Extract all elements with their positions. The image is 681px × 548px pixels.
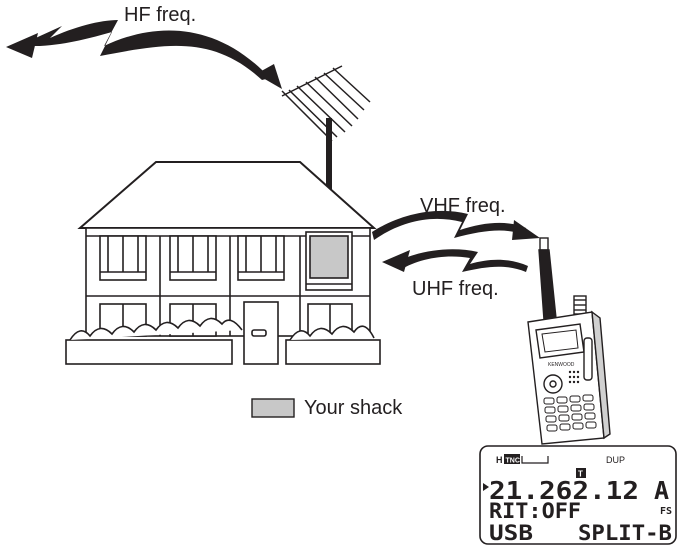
lcd-frequency: 21.262.12 bbox=[489, 476, 639, 505]
lcd-split: SPLIT-B bbox=[578, 521, 672, 545]
lcd-fs: FS bbox=[660, 506, 672, 517]
radio-brand: KENWOOD bbox=[548, 362, 575, 368]
lcd-tnc-badge bbox=[504, 454, 520, 464]
lcd-band: A bbox=[654, 476, 669, 505]
lcd-bar bbox=[521, 456, 549, 464]
lcd-mode: USB bbox=[489, 521, 533, 545]
vhf-wave-arrow bbox=[372, 210, 540, 240]
radio-antenna bbox=[538, 237, 587, 321]
lcd-h-indicator: H bbox=[496, 455, 503, 465]
window-upper-1 bbox=[99, 235, 147, 281]
left-hedge bbox=[65, 317, 243, 365]
lcd-cursor-icon bbox=[483, 483, 489, 491]
hf-label: HF freq. bbox=[124, 4, 196, 26]
handheld-radio: KENWOOD bbox=[527, 237, 611, 445]
window-upper-2 bbox=[169, 235, 217, 281]
shack-label: Your shack bbox=[304, 397, 403, 419]
radio-speaker bbox=[568, 370, 580, 384]
window-shack bbox=[305, 231, 353, 291]
window-upper-3 bbox=[237, 235, 285, 281]
shack-swatch bbox=[251, 398, 295, 418]
lcd-t-text: T bbox=[578, 470, 583, 479]
front-door bbox=[243, 301, 279, 365]
lcd-t-badge bbox=[576, 468, 586, 478]
shack-legend: Your shack bbox=[251, 397, 403, 419]
vhf-label: VHF freq. bbox=[420, 195, 506, 217]
radio-keypad bbox=[543, 394, 597, 432]
lcd-rit: RIT:OFF bbox=[489, 499, 581, 523]
right-hedge bbox=[285, 325, 381, 365]
radio-screen bbox=[535, 323, 585, 359]
hf-wave-arrow bbox=[6, 20, 282, 89]
lcd-display: H TNC DUP T 21.262.12 A RIT:OFF FS USB S… bbox=[479, 445, 677, 545]
lcd-tnc-text: TNC bbox=[506, 458, 520, 465]
uhf-label: UHF freq. bbox=[412, 278, 499, 300]
uhf-wave-arrow bbox=[382, 249, 528, 272]
yagi-antenna bbox=[281, 65, 371, 190]
house bbox=[65, 161, 381, 365]
lcd-dup-indicator: DUP bbox=[606, 455, 625, 465]
